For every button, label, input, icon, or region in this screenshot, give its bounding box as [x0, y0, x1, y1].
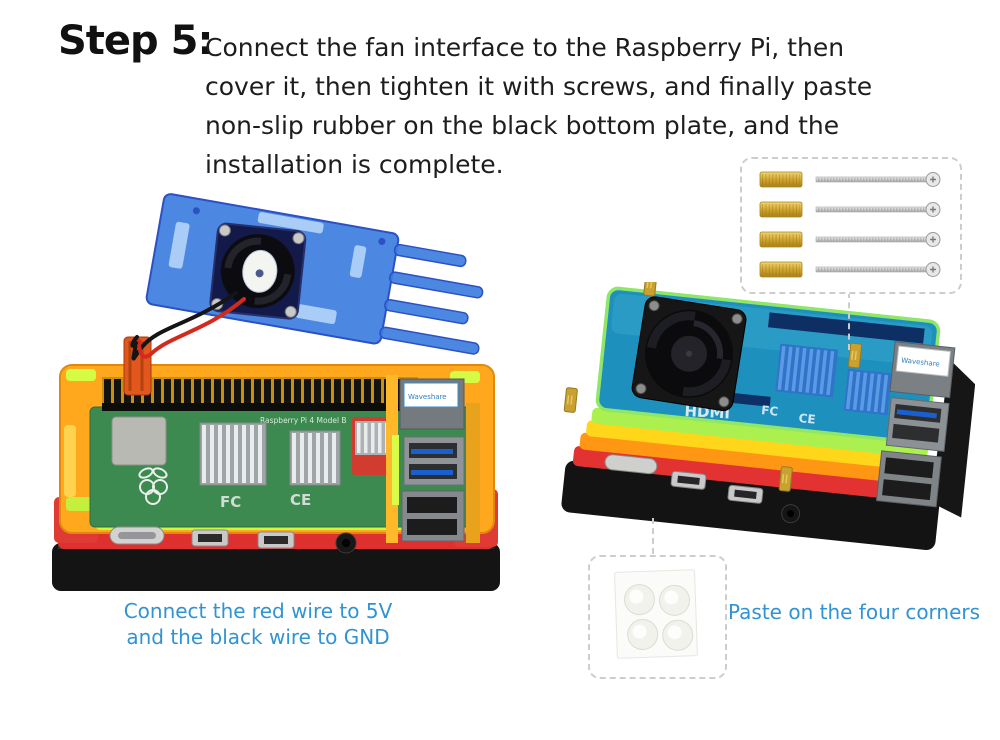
acrylic-cover-plate	[145, 193, 484, 355]
standoff-row-3	[759, 231, 941, 248]
fan-wires	[130, 291, 246, 361]
cooling-fan	[631, 296, 747, 412]
screw-shaft	[815, 206, 927, 213]
step-title: Step 5:	[58, 18, 213, 64]
standoff	[759, 171, 803, 188]
bottom-plate	[561, 460, 940, 551]
rubber-pad	[627, 618, 659, 650]
ce-mark: CE	[798, 411, 816, 427]
instruction-line-4: installation is complete.	[205, 150, 504, 179]
instruction-line-1: Connect the fan interface to the Raspber…	[205, 33, 845, 62]
caption-pads: Paste on the four corners	[728, 600, 981, 624]
raspberry-pi-in-case: Raspberry Pi 4 Model B FC CE	[52, 336, 500, 591]
standoff	[759, 261, 803, 278]
cover-prongs	[379, 243, 484, 355]
rubber-pad	[662, 619, 694, 651]
side-ports: Waveshare	[386, 375, 480, 543]
caption-wiring-line-1: Connect the red wire to 5V	[123, 599, 393, 623]
fcc-mark: FC	[220, 493, 241, 511]
rubber-pad	[658, 584, 690, 616]
caption-wiring: Connect the red wire to 5V and the black…	[108, 598, 408, 650]
rubber-pads-box	[588, 555, 727, 679]
fcc-mark: FC	[761, 403, 780, 419]
blue-heatsink-2	[843, 368, 892, 416]
dashed-connector-screws	[848, 292, 850, 350]
standoff-row-4	[759, 261, 941, 278]
standoff	[643, 282, 658, 297]
ce-mark: CE	[290, 491, 311, 509]
dashed-connector-pads	[652, 518, 654, 554]
ethernet-port: Waveshare	[889, 341, 956, 399]
standoff-row-2	[759, 201, 941, 218]
standoff-row-1	[759, 171, 941, 188]
instruction-line-3: non-slip rubber on the black bottom plat…	[205, 111, 840, 140]
instruction-text: Connect the fan interface to the Raspber…	[205, 28, 872, 184]
usb3-ports	[403, 436, 465, 486]
fan-screws	[635, 300, 743, 408]
usb2-ports	[401, 490, 465, 542]
usb2-ports	[875, 450, 942, 508]
blue-heatsink-1	[775, 343, 839, 398]
rubber-pad-sheet	[614, 569, 698, 659]
bottom-plate	[52, 543, 500, 591]
cooling-fan	[209, 222, 307, 320]
pcb-silkscreen-text: Raspberry Pi 4 Model B	[260, 416, 347, 425]
rubber-pads-graphic	[614, 569, 698, 659]
ethernet-sticker-text: Waveshare	[901, 356, 940, 368]
standoff	[563, 387, 578, 413]
standoff	[759, 201, 803, 218]
gpio-under-cover	[767, 312, 925, 344]
standoff	[847, 342, 863, 369]
gpio-header	[102, 377, 418, 411]
right-photo-assembled-case: FC CE HDMI	[561, 282, 975, 551]
ethernet-sticker-text: Waveshare	[408, 393, 447, 401]
front-ports	[604, 454, 801, 524]
ethernet-port: Waveshare	[399, 378, 465, 430]
usb3-ports	[885, 396, 950, 452]
screw-shaft	[815, 266, 927, 273]
fan-gpio-connector	[123, 336, 152, 396]
heatsink-large	[199, 422, 267, 486]
standoff	[759, 231, 803, 248]
side-ports: Waveshare	[875, 341, 975, 518]
cpu-shield	[111, 416, 167, 466]
front-ports	[109, 526, 357, 554]
raspberry-pi-logo	[138, 467, 168, 505]
screw-shaft	[815, 176, 927, 183]
screw-shaft	[815, 236, 927, 243]
standoffs	[563, 282, 863, 492]
caption-wiring-line-2: and the black wire to GND	[126, 625, 390, 649]
rubber-pad	[623, 584, 655, 616]
left-photo-fan-cover-and-pi: Raspberry Pi 4 Model B FC CE	[52, 193, 500, 591]
instruction-line-2: cover it, then tighten it with screws, a…	[205, 72, 873, 101]
heatsink-medium	[289, 430, 341, 486]
standoff	[778, 466, 793, 492]
usb-c-port	[604, 454, 658, 475]
hardware-parts-box	[740, 157, 962, 294]
hardware-parts-graphic	[759, 171, 941, 278]
